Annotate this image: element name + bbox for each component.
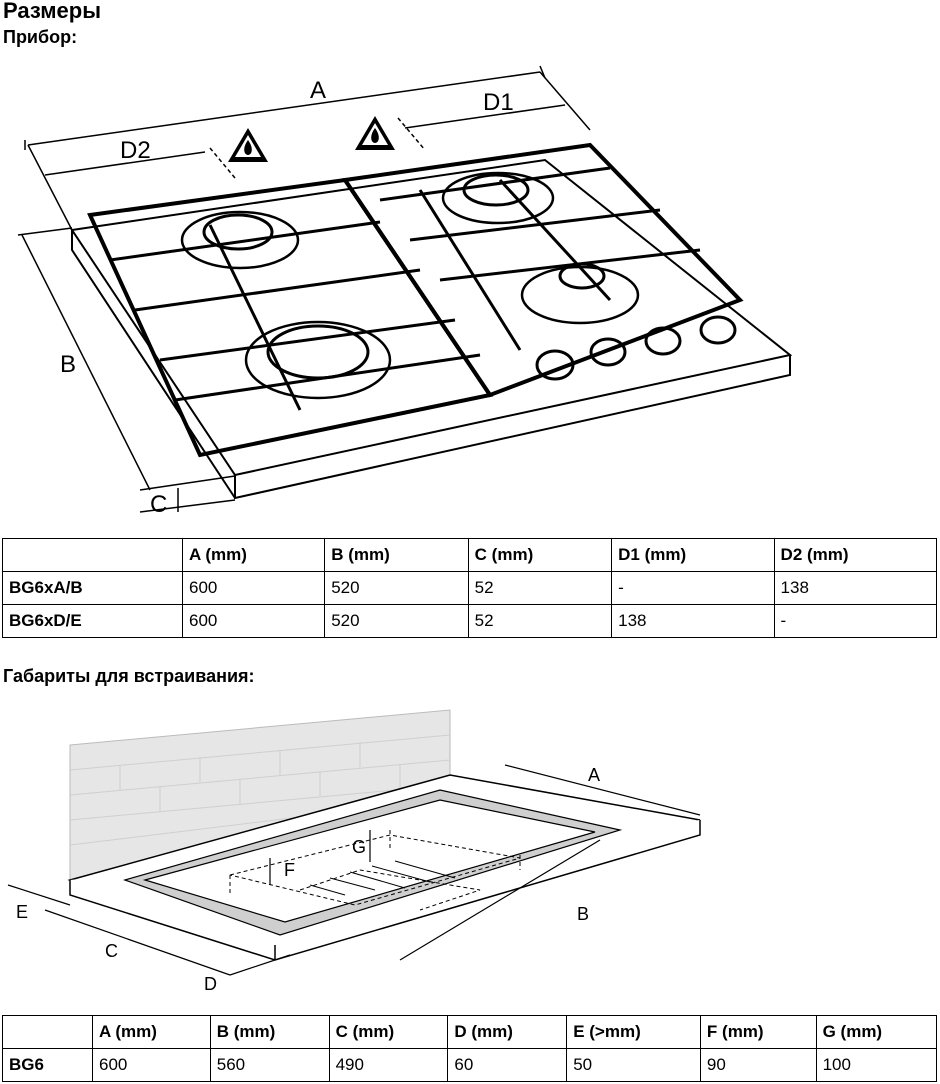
dim-line-b — [399, 839, 601, 961]
burner-aux — [520, 265, 640, 325]
table-header-cell: D (mm) — [447, 1015, 568, 1049]
table-header-cell: G (mm) — [815, 1015, 938, 1049]
table-cell: 90 — [699, 1048, 817, 1082]
dim-line-e — [7, 884, 71, 906]
cutout-dimension-drawing: A B C D E F G — [7, 709, 701, 994]
table-cell: BG6xA/B — [2, 571, 183, 605]
flame-warning-icon-2 — [355, 116, 395, 150]
dim-line-d2 — [44, 151, 206, 176]
label-d1: D1 — [483, 89, 514, 116]
knob-2 — [589, 337, 627, 367]
dim-line-a — [27, 71, 541, 146]
table-header-cell: B (mm) — [209, 1015, 330, 1049]
burner-large — [244, 320, 392, 400]
table-cell: 560 — [209, 1048, 330, 1082]
label-a: A — [588, 765, 600, 785]
label-c: C — [150, 491, 167, 518]
knob-4 — [699, 315, 737, 345]
table-header-cell: D2 (mm) — [773, 538, 938, 572]
table-cell: 600 — [181, 604, 326, 638]
label-d2: D2 — [120, 137, 151, 164]
right-grid — [341, 142, 744, 398]
table-row: BG6xD/E 600 520 52 138 - — [2, 604, 938, 638]
table-cell: BG6xD/E — [2, 604, 183, 638]
table-row: BG6xA/B 600 520 52 - 138 — [2, 571, 938, 605]
table-cell: - — [773, 604, 938, 638]
flame-warning-icon-1 — [228, 128, 268, 162]
appliance-subtitle: Прибор: — [3, 27, 78, 47]
table-cell: 60 — [447, 1048, 568, 1082]
table-header-cell: F (mm) — [699, 1015, 817, 1049]
label-b: B — [60, 351, 76, 378]
cutout-table: A (mm) B (mm) C (mm) D (mm) E (>mm) F (m… — [2, 1015, 938, 1082]
page-title: Размеры — [3, 0, 102, 23]
table-header-cell: A (mm) — [92, 1015, 211, 1049]
table-header-cell: A (mm) — [181, 538, 326, 572]
table-cell: 600 — [181, 571, 326, 605]
dim-line-a — [504, 764, 701, 816]
burner-medium — [441, 171, 555, 225]
table-cell: 600 — [92, 1048, 211, 1082]
label-c: C — [105, 941, 118, 961]
table-header-cell — [2, 1015, 93, 1049]
label-g: G — [352, 837, 366, 857]
table-cell: - — [611, 571, 775, 605]
dimensions-table: A (mm) B (mm) C (mm) D1 (mm) D2 (mm) BG6… — [2, 538, 938, 638]
dim-line-c — [44, 909, 231, 976]
builtin-subtitle: Габариты для встраивания: — [3, 666, 255, 686]
table-cell: 52 — [467, 604, 613, 638]
table-cell: BG6 — [2, 1048, 93, 1082]
left-grid — [87, 177, 494, 458]
table-header-cell: B (mm) — [324, 538, 469, 572]
dim-line-d — [229, 954, 291, 976]
table-cell: 50 — [566, 1048, 701, 1082]
label-a: A — [310, 77, 326, 104]
table-cell: 520 — [324, 604, 469, 638]
dim-line-d1 — [404, 104, 566, 129]
table-header-row: A (mm) B (mm) C (mm) D (mm) E (>mm) F (m… — [2, 1015, 938, 1049]
label-e: E — [16, 902, 28, 922]
table-header-row: A (mm) B (mm) C (mm) D1 (mm) D2 (mm) — [2, 538, 938, 572]
table-cell: 520 — [324, 571, 469, 605]
table-header-cell — [2, 538, 183, 572]
burner-small — [180, 210, 300, 270]
table-cell: 138 — [611, 604, 775, 638]
table-cell: 138 — [773, 571, 938, 605]
dim-line-b — [21, 234, 151, 491]
knob-3 — [644, 326, 682, 356]
table-header-cell: C (mm) — [328, 1015, 449, 1049]
hob-dimension-drawing: A D1 D2 B C — [17, 65, 793, 518]
table-row: BG6 600 560 490 60 50 90 100 — [2, 1048, 938, 1082]
label-d: D — [204, 974, 217, 994]
label-b: B — [577, 904, 589, 924]
table-header-cell: D1 (mm) — [611, 538, 775, 572]
table-header-cell: E (>mm) — [566, 1015, 701, 1049]
table-cell: 100 — [815, 1048, 938, 1082]
label-f: F — [284, 860, 295, 880]
table-header-cell: C (mm) — [467, 538, 613, 572]
table-cell: 490 — [328, 1048, 449, 1082]
table-cell: 52 — [467, 571, 613, 605]
knob-1 — [535, 349, 575, 381]
